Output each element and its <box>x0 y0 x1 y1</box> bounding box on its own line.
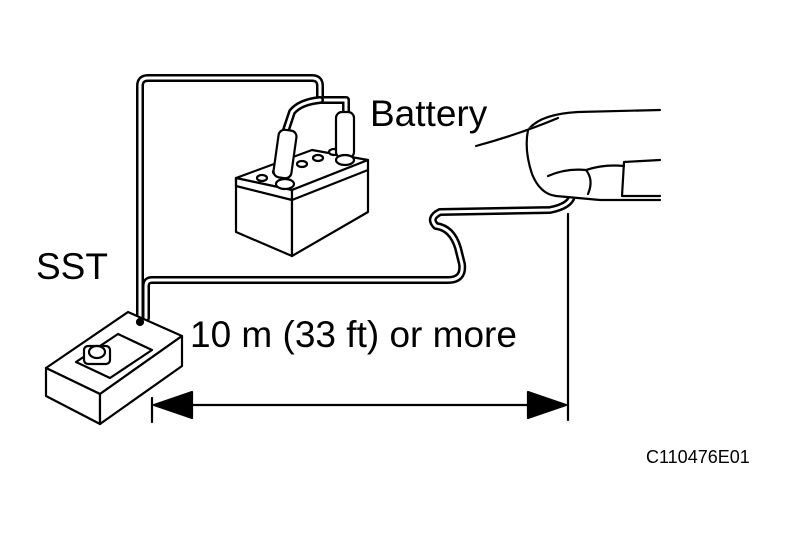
figure-code: C110476E01 <box>646 447 750 467</box>
battery-label: Battery <box>370 93 488 134</box>
battery-icon <box>234 110 370 258</box>
hand-icon <box>474 108 662 202</box>
battery-cable <box>136 74 350 322</box>
sst-tester-icon <box>44 310 184 426</box>
dimension-arrow <box>150 212 570 424</box>
distance-label: 10 m (33 ft) or more <box>190 314 517 355</box>
sst-label: SST <box>36 246 108 287</box>
